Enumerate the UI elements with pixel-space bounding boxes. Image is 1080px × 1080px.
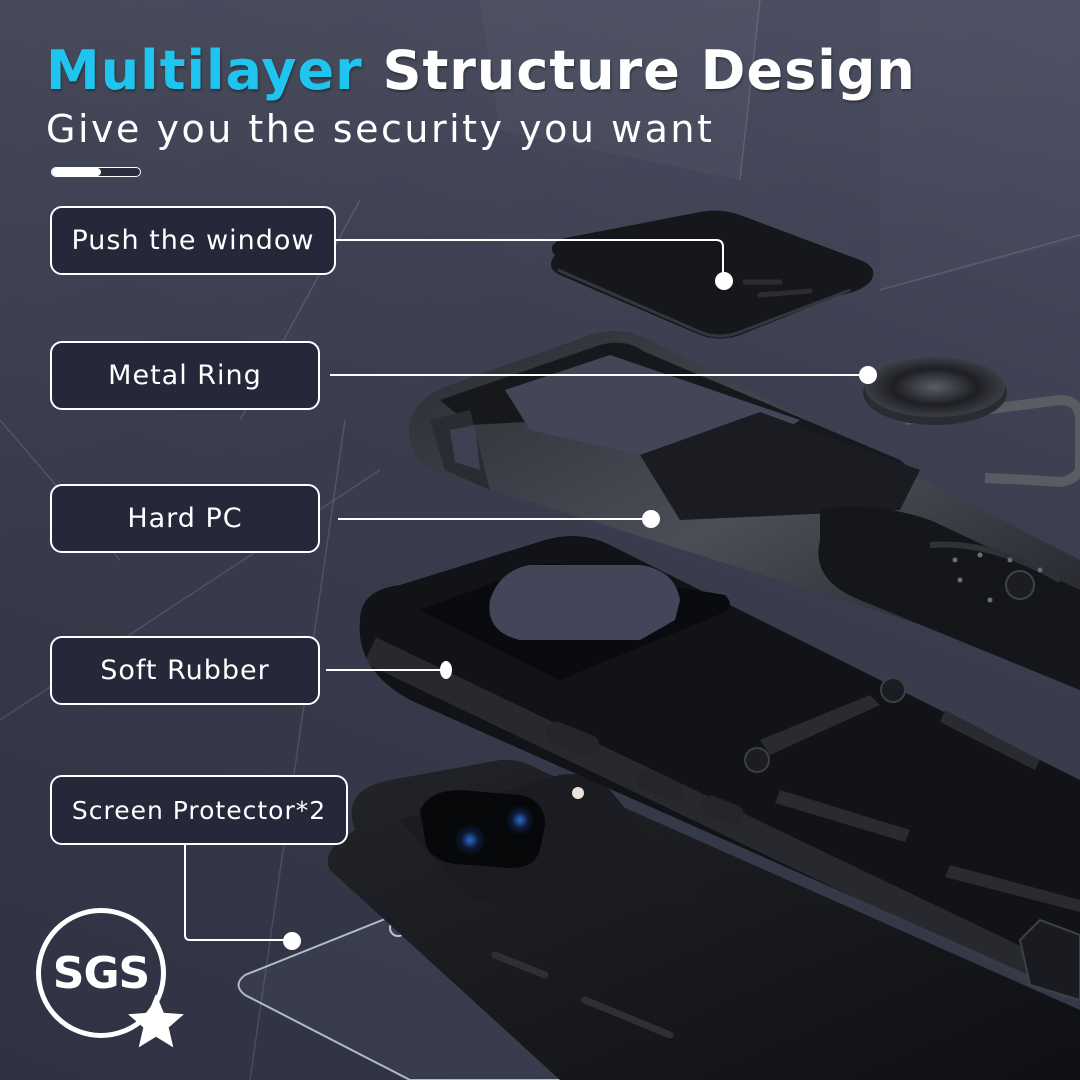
hard-pc-frame (409, 331, 1080, 690)
sgs-text: SGS (52, 947, 150, 999)
camera-slide-cover (551, 210, 874, 339)
soft-rubber-inner-case (359, 536, 1080, 1003)
star-icon (128, 993, 184, 1048)
callout-soft-rubber: Soft Rubber (50, 636, 320, 705)
subheadline: Give you the security you want (46, 107, 715, 151)
leader-lines (184, 239, 868, 941)
progress-fill (52, 168, 102, 176)
headline: Multilayer Structure Design (46, 38, 916, 104)
headline-accent: Multilayer (46, 39, 363, 102)
callout-hard-pc: Hard PC (50, 484, 320, 553)
callout-metal-ring: Metal Ring (50, 341, 320, 410)
progress-indicator (51, 167, 141, 177)
callout-push-the-window: Push the window (50, 206, 336, 275)
ring-holder (863, 357, 1080, 488)
phone-body (327, 759, 1080, 1080)
leader-dots (283, 272, 877, 950)
callout-screen-protector: Screen Protector*2 (50, 775, 348, 845)
headline-rest: Structure Design (382, 39, 916, 102)
sgs-badge: SGS (36, 908, 166, 1038)
